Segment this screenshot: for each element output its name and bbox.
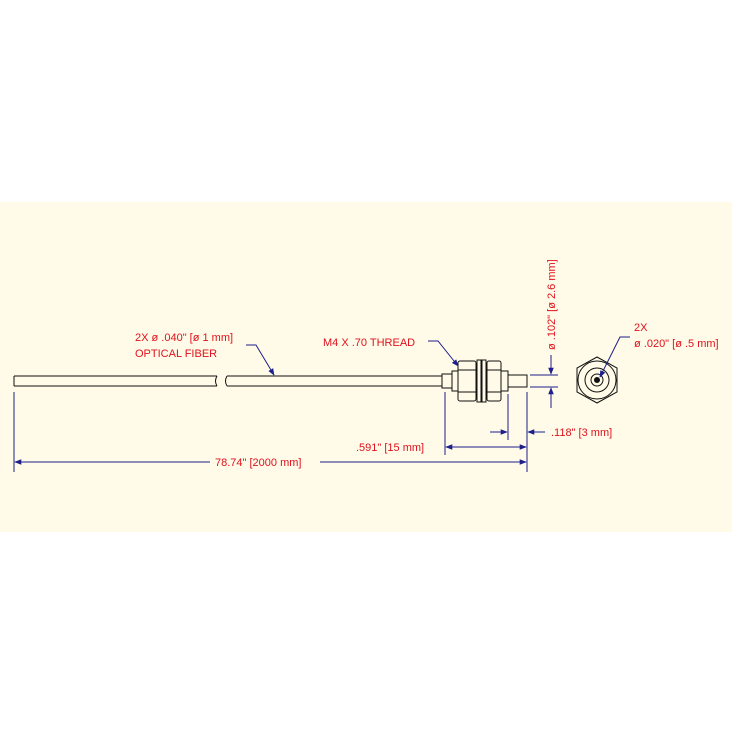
thread-length-label: .591" [15 mm] [356,442,424,454]
drawing-area [0,202,732,532]
sensor-head-side-view [441,359,528,403]
end-qty-label: 2X [634,322,648,334]
fiber-qty-label: 2X ø .040" [ø 1 mm] [135,332,233,344]
washer-left [476,359,482,403]
end-diameter-leader [599,336,630,378]
hex-nut-right [486,360,502,402]
dimension-lines [13,336,630,472]
thread-leader [428,340,459,367]
fiber-leader [246,344,275,376]
washer-right [481,359,487,403]
fiber-name-label: OPTICAL FIBER [135,348,217,360]
end-diameter-label: ø .020" [ø .5 mm] [634,338,719,350]
thread-label: M4 X .70 THREAD [323,337,415,349]
optical-fiber-cable [13,375,445,387]
tip [507,374,528,388]
head-diameter-label: ø .102" [ø 2.6 mm] [546,259,558,350]
dimension-labels: 2X ø .040" [ø 1 mm] OPTICAL FIBER M4 X .… [135,259,719,469]
hex-nut-left [457,360,477,402]
total-length-label: 78.74" [2000 mm] [215,457,301,469]
sensor-head-end-view [576,356,618,404]
tip-length-label: .118" [3 mm] [551,427,612,439]
